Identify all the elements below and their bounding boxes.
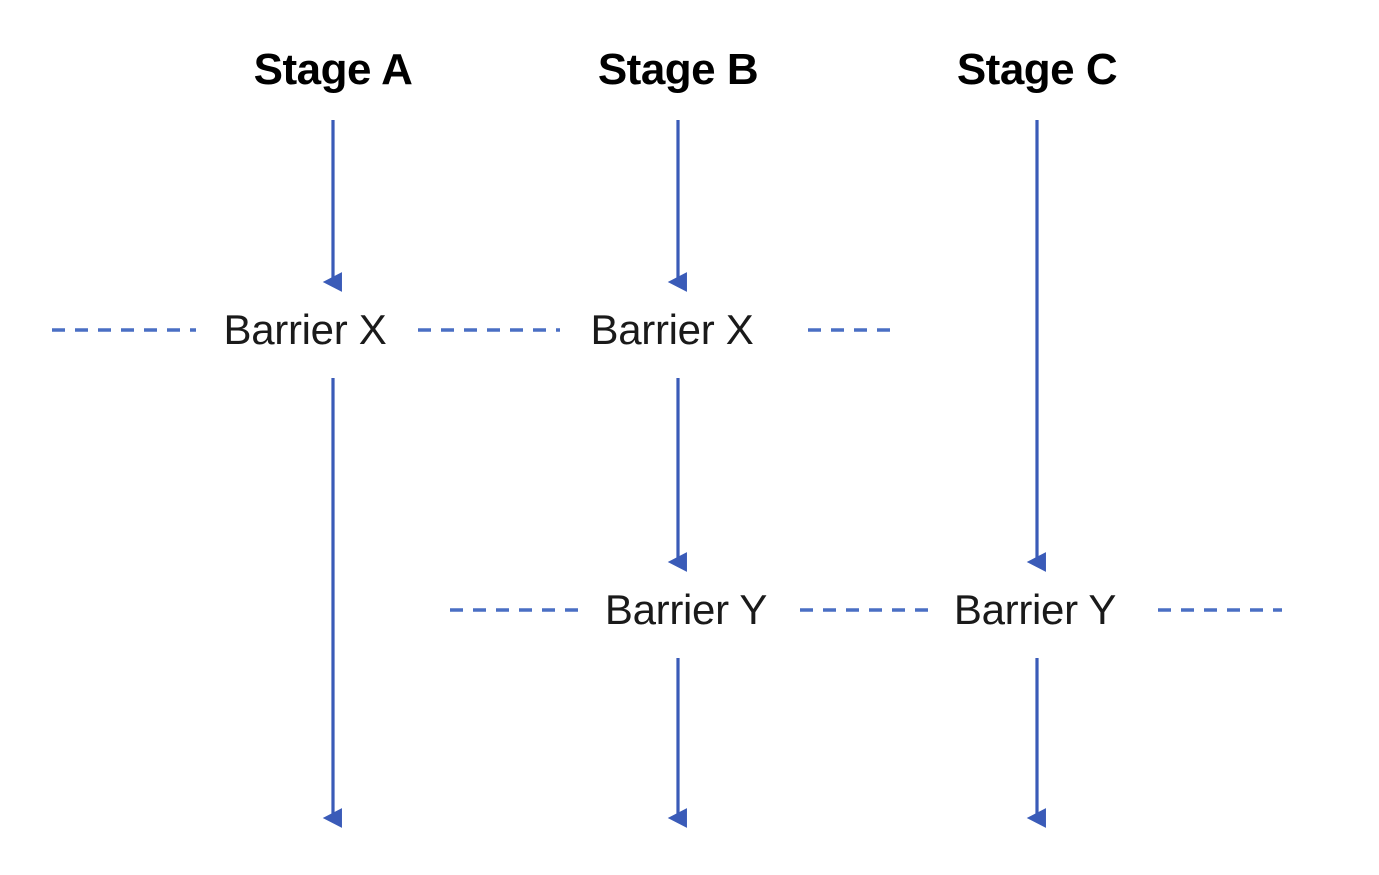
barrier-node-stage-c-y: Barrier Y <box>943 589 1127 631</box>
stage-header-a: Stage A <box>253 45 413 94</box>
dashed-link-group <box>52 328 1282 612</box>
barrier-node-stage-b-y: Barrier Y <box>594 589 778 631</box>
stage-header-c: Stage C <box>956 45 1118 94</box>
arrow-group <box>322 120 1046 828</box>
stage-header-b: Stage B <box>597 45 759 94</box>
barrier-node-stage-a-x: Barrier X <box>213 309 397 351</box>
barrier-node-stage-b-x: Barrier X <box>580 309 764 351</box>
